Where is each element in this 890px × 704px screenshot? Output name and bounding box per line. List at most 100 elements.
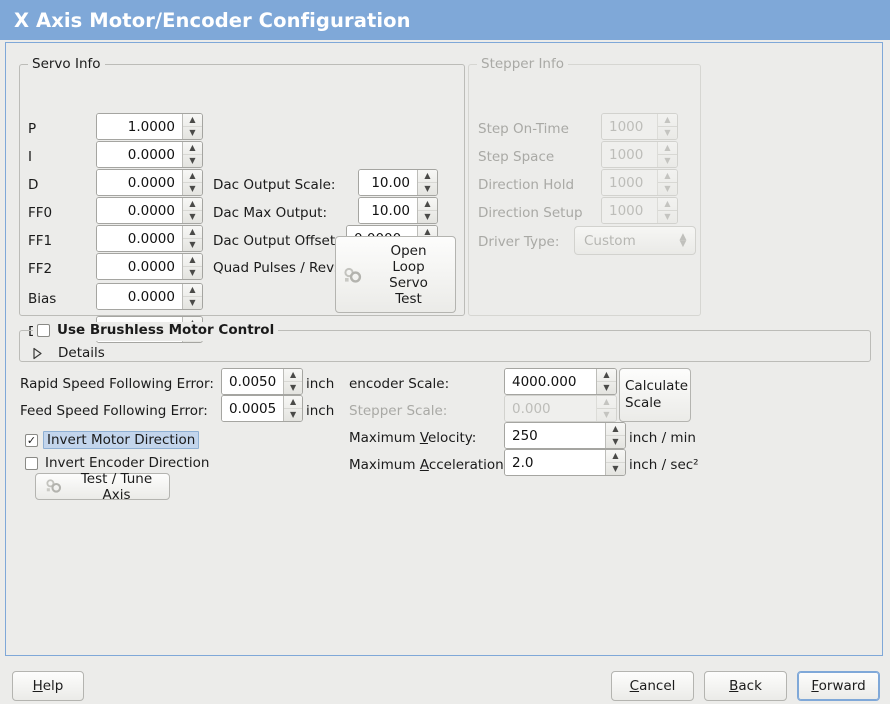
spin-up-icon[interactable]: ▲ <box>284 369 302 382</box>
spin-down-icon[interactable]: ▼ <box>189 184 196 193</box>
page-title: X Axis Motor/Encoder Configuration <box>14 8 411 32</box>
spin-rapid-following-error-value[interactable]: 0.0050 <box>222 369 284 394</box>
spin-up-icon[interactable]: ▲ <box>606 450 625 463</box>
spin-dac-output-scale[interactable]: 10.00 ▲ ▼ <box>358 169 438 196</box>
spin-up-icon[interactable]: ▲ <box>597 369 616 382</box>
back-button[interactable]: Back <box>704 671 787 701</box>
spin-down-icon[interactable]: ▼ <box>612 437 619 446</box>
brushless-frame <box>19 330 871 362</box>
spin-bias[interactable]: 0.0000 ▲ ▼ <box>96 283 203 310</box>
label-step-space: Step Space <box>478 149 555 165</box>
forward-button[interactable]: Forward <box>797 671 880 701</box>
open-loop-servo-test-button[interactable]: Open Loop Servo Test <box>335 236 456 313</box>
use-brushless-motor-control-checkbox[interactable]: Use Brushless Motor Control <box>37 322 274 338</box>
spin-i-value[interactable]: 0.0000 <box>97 142 182 167</box>
details-expander[interactable]: Details <box>32 345 105 361</box>
checkbox-box[interactable] <box>37 323 50 337</box>
spin-ff0-value[interactable]: 0.0000 <box>97 198 182 223</box>
spin-i[interactable]: 0.0000 ▲ ▼ <box>96 141 203 168</box>
spin-dac-max-output-buttons[interactable]: ▲ ▼ <box>417 198 437 223</box>
spin-down-icon[interactable]: ▼ <box>189 268 196 277</box>
spin-ff2[interactable]: 0.0000 ▲ ▼ <box>96 253 203 280</box>
spin-down-icon[interactable]: ▼ <box>612 464 619 473</box>
spin-ff0[interactable]: 0.0000 ▲ ▼ <box>96 197 203 224</box>
spin-down-icon[interactable]: ▼ <box>424 184 431 193</box>
spin-up-icon[interactable]: ▲ <box>183 114 202 127</box>
spin-down-icon[interactable]: ▼ <box>189 156 196 165</box>
spin-up-icon[interactable]: ▲ <box>606 423 625 436</box>
spin-p-value[interactable]: 1.0000 <box>97 114 182 139</box>
spin-up-icon[interactable]: ▲ <box>183 254 202 267</box>
spin-maximum-acceleration-value[interactable]: 2.0 <box>505 450 605 475</box>
spin-rapid-following-error-buttons[interactable]: ▲ ▼ <box>283 369 302 394</box>
spin-feed-following-error-value[interactable]: 0.0005 <box>222 396 284 421</box>
servo-info-legend: Servo Info <box>28 56 105 72</box>
spin-down-icon[interactable]: ▼ <box>290 410 297 419</box>
spin-step-space-value: 1000 <box>602 142 657 167</box>
spin-up-icon[interactable]: ▲ <box>183 226 202 239</box>
spin-feed-following-error-buttons[interactable]: ▲ ▼ <box>283 396 302 421</box>
spin-down-icon[interactable]: ▼ <box>189 212 196 221</box>
spin-ff1[interactable]: 0.0000 ▲ ▼ <box>96 225 203 252</box>
calculate-scale-line-1: Calculate <box>625 378 689 394</box>
driver-type-select: Custom ▲▼ <box>574 226 696 255</box>
spin-maximum-velocity-value[interactable]: 250 <box>505 423 605 448</box>
spin-down-icon[interactable]: ▼ <box>603 383 610 392</box>
driver-type-value: Custom <box>584 232 636 249</box>
spin-feed-following-error[interactable]: 0.0005 ▲ ▼ <box>221 395 303 422</box>
spin-dac-output-scale-buttons[interactable]: ▲ ▼ <box>417 170 437 195</box>
spin-down-icon[interactable]: ▼ <box>189 240 196 249</box>
spin-ff2-buttons[interactable]: ▲ ▼ <box>182 254 202 279</box>
spin-up-icon[interactable]: ▲ <box>284 396 302 409</box>
spin-maximum-velocity-buttons[interactable]: ▲ ▼ <box>605 423 625 448</box>
invert-encoder-direction-checkbox[interactable]: Invert Encoder Direction <box>25 455 209 471</box>
spin-p[interactable]: 1.0000 ▲ ▼ <box>96 113 203 140</box>
spin-down-icon[interactable]: ▼ <box>189 298 196 307</box>
spin-dac-max-output-value[interactable]: 10.00 <box>359 198 417 223</box>
checkbox-box[interactable]: ✓ <box>25 433 38 447</box>
spin-dac-max-output[interactable]: 10.00 ▲ ▼ <box>358 197 438 224</box>
spin-down-icon[interactable]: ▼ <box>290 383 297 392</box>
spin-d-buttons[interactable]: ▲ ▼ <box>182 170 202 195</box>
spin-down-icon[interactable]: ▼ <box>189 128 196 137</box>
checkbox-box[interactable] <box>25 456 38 470</box>
label-i: I <box>28 149 32 165</box>
spin-bias-buttons[interactable]: ▲ ▼ <box>182 284 202 309</box>
cancel-button[interactable]: Cancel <box>611 671 694 701</box>
spin-p-buttons[interactable]: ▲ ▼ <box>182 114 202 139</box>
invert-motor-direction-checkbox[interactable]: ✓ Invert Motor Direction <box>25 431 200 449</box>
test-tune-axis-button[interactable]: Test / Tune Axis <box>35 471 170 503</box>
spin-up-icon[interactable]: ▲ <box>183 284 202 297</box>
spin-direction-setup-buttons: ▲ ▼ <box>657 198 677 223</box>
spin-ff2-value[interactable]: 0.0000 <box>97 254 182 279</box>
spin-ff1-value[interactable]: 0.0000 <box>97 226 182 251</box>
spin-maximum-acceleration-buttons[interactable]: ▲ ▼ <box>605 450 625 475</box>
spin-up-icon[interactable]: ▲ <box>183 142 202 155</box>
spin-dac-output-scale-value[interactable]: 10.00 <box>359 170 417 195</box>
spin-encoder-scale[interactable]: 4000.000 ▲ ▼ <box>504 368 617 395</box>
spin-maximum-velocity[interactable]: 250 ▲ ▼ <box>504 422 626 449</box>
spin-maximum-acceleration[interactable]: 2.0 ▲ ▼ <box>504 449 626 476</box>
spin-up-icon[interactable]: ▲ <box>183 170 202 183</box>
open-loop-line-3: Servo <box>389 274 428 291</box>
calculate-scale-button[interactable]: Calculate Scale <box>619 368 691 422</box>
spin-d-value[interactable]: 0.0000 <box>97 170 182 195</box>
label-rapid-following-error: Rapid Speed Following Error: <box>20 376 214 392</box>
spin-ff1-buttons[interactable]: ▲ ▼ <box>182 226 202 251</box>
spin-direction-setup-value: 1000 <box>602 198 657 223</box>
spin-ff0-buttons[interactable]: ▲ ▼ <box>182 198 202 223</box>
spin-up-icon[interactable]: ▲ <box>418 170 437 183</box>
gears-icon <box>342 265 364 285</box>
expander-triangle-icon[interactable] <box>32 347 50 360</box>
help-button[interactable]: Help <box>12 671 84 701</box>
spin-encoder-scale-value[interactable]: 4000.000 <box>505 369 596 394</box>
spin-rapid-following-error[interactable]: 0.0050 ▲ ▼ <box>221 368 303 395</box>
spin-bias-value[interactable]: 0.0000 <box>97 284 182 309</box>
spin-up-icon[interactable]: ▲ <box>183 198 202 211</box>
spin-i-buttons[interactable]: ▲ ▼ <box>182 142 202 167</box>
spin-down-icon[interactable]: ▼ <box>424 212 431 221</box>
spin-up-icon[interactable]: ▲ <box>418 198 437 211</box>
spin-encoder-scale-buttons[interactable]: ▲ ▼ <box>596 369 616 394</box>
servo-info-group: Servo Info <box>19 56 465 316</box>
spin-d[interactable]: 0.0000 ▲ ▼ <box>96 169 203 196</box>
